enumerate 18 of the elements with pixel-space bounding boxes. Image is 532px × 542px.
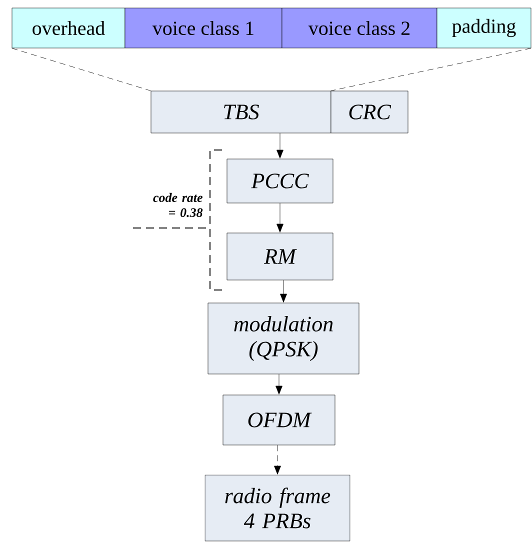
arrow <box>276 374 282 394</box>
process-box: RM <box>226 232 334 280</box>
arrow <box>274 445 281 474</box>
process-box: OFDM <box>222 394 336 446</box>
expansion-line <box>12 48 151 91</box>
arrow <box>280 280 287 302</box>
annotation-text: code rate = 0.38 <box>153 192 203 218</box>
expansion-line <box>330 48 532 91</box>
process-box: radio frame 4 PRBs <box>204 474 350 542</box>
block-box: CRC <box>330 90 408 134</box>
arrow <box>276 133 284 158</box>
process-box: modulation (QPSK) <box>208 302 360 374</box>
arrow <box>276 203 284 232</box>
segment-box: voice class 1 <box>124 8 282 48</box>
process-box: PCCC <box>226 158 334 204</box>
segment-box: overhead <box>12 8 126 48</box>
segment-box: padding <box>436 8 532 48</box>
segment-box: voice class 2 <box>282 8 438 48</box>
